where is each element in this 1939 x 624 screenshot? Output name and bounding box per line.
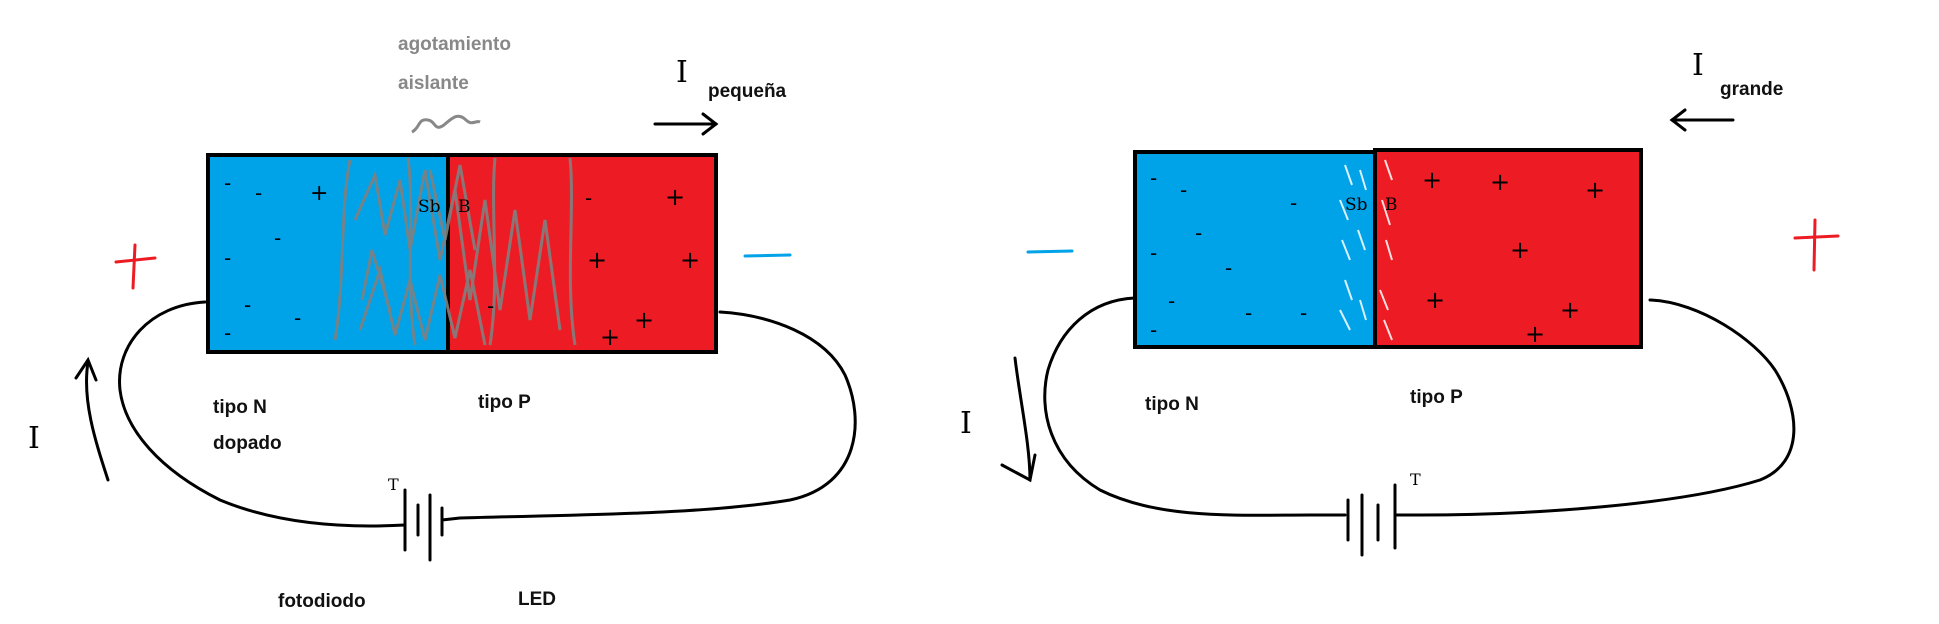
right-diagram: T Sb B - - - - - - - - - - + + [960, 48, 1840, 557]
right-plus-terminal-icon [1793, 218, 1840, 272]
depletion-label-line2: aislante [398, 73, 469, 94]
right-p-type-label: tipo P [1410, 387, 1463, 408]
charge-plus: + [1560, 296, 1580, 324]
charge-minus: - [487, 294, 494, 318]
charge-minus: - [1150, 318, 1157, 342]
charge-plus: + [1585, 176, 1605, 204]
left-depletion-hatch [333, 157, 577, 346]
right-arrow-icon [653, 112, 719, 136]
left-plus-terminal-icon [114, 243, 157, 290]
charge-minus: - [1168, 289, 1175, 313]
bottom-left-label: fotodiodo [278, 591, 366, 612]
right-current-subscript: grande [1720, 79, 1783, 100]
right-p-charges: + + + + + + + [1422, 166, 1605, 348]
charge-minus: - [224, 171, 231, 195]
left-n-region [206, 153, 450, 354]
left-current-symbol: I [676, 55, 688, 90]
right-battery-symbol [1308, 483, 1422, 557]
charge-plus: + [1490, 168, 1510, 196]
up-arrow-icon [74, 356, 110, 482]
charge-minus: - [1195, 221, 1202, 245]
left-arrow-icon [1669, 108, 1735, 132]
right-n-type-label: tipo N [1145, 394, 1199, 415]
left-p-charges: - + + + + + - [487, 183, 700, 351]
left-circuit-wire [118, 300, 857, 528]
charge-plus: + [1422, 166, 1442, 194]
charge-minus: - [585, 186, 592, 210]
bottom-right-label: LED [518, 589, 556, 610]
right-n-dopant-label: Sb [1345, 195, 1368, 215]
charge-minus: - [1290, 191, 1297, 215]
charge-plus: + [665, 183, 685, 211]
charge-minus: - [274, 226, 281, 250]
left-n-dopant-label: Sb [418, 197, 441, 217]
charge-minus: - [1300, 301, 1307, 325]
right-p-region [1373, 148, 1643, 349]
left-battery-mark: T [388, 475, 399, 494]
right-n-charges: - - - - - - - - - - [1150, 166, 1307, 342]
left-battery-symbol [403, 488, 462, 562]
left-p-type-label: tipo P [478, 392, 531, 413]
right-n-region [1133, 150, 1377, 349]
charge-plus: + [587, 246, 607, 274]
charge-minus: - [224, 246, 231, 270]
right-current-symbol: I [1692, 48, 1704, 83]
charge-minus: - [1150, 241, 1157, 265]
charge-plus: + [680, 246, 700, 274]
charge-plus: + [600, 323, 620, 351]
left-n-type-label: tipo N [213, 397, 267, 418]
left-diagram: T Sb B - - - - - - - + [28, 34, 857, 612]
charge-plus: + [1510, 236, 1530, 264]
right-loop-current-symbol: I [960, 406, 972, 441]
depletion-brace-icon [411, 114, 481, 134]
charge-plus: + [310, 181, 328, 206]
depletion-label-line1: agotamiento [398, 34, 511, 55]
left-current-subscript: pequeña [708, 81, 787, 102]
right-depletion-hatch [1339, 159, 1393, 341]
right-p-dopant-label: B [1385, 195, 1398, 215]
left-loop-current-symbol: I [28, 421, 40, 456]
charge-minus: - [1180, 178, 1187, 202]
charge-plus: + [1425, 286, 1445, 314]
left-p-dopant-label: B [458, 197, 471, 217]
charge-minus: - [224, 321, 231, 345]
down-arrow-icon [1000, 356, 1037, 483]
left-n-charges: - - - - - - - + [224, 171, 328, 345]
right-minus-terminal-icon [1026, 249, 1074, 254]
left-n-type-label2: dopado [213, 433, 282, 454]
charge-minus: - [244, 293, 251, 317]
left-minus-terminal-icon [743, 253, 792, 258]
charge-minus: - [255, 181, 262, 205]
charge-minus: - [1225, 256, 1232, 280]
charge-minus: - [294, 306, 301, 330]
charge-plus: + [1525, 320, 1545, 348]
right-circuit-wire [1043, 296, 1796, 517]
right-battery-mark: T [1410, 470, 1421, 489]
charge-plus: + [634, 306, 654, 334]
charge-minus: - [1150, 166, 1157, 190]
charge-minus: - [1245, 301, 1252, 325]
